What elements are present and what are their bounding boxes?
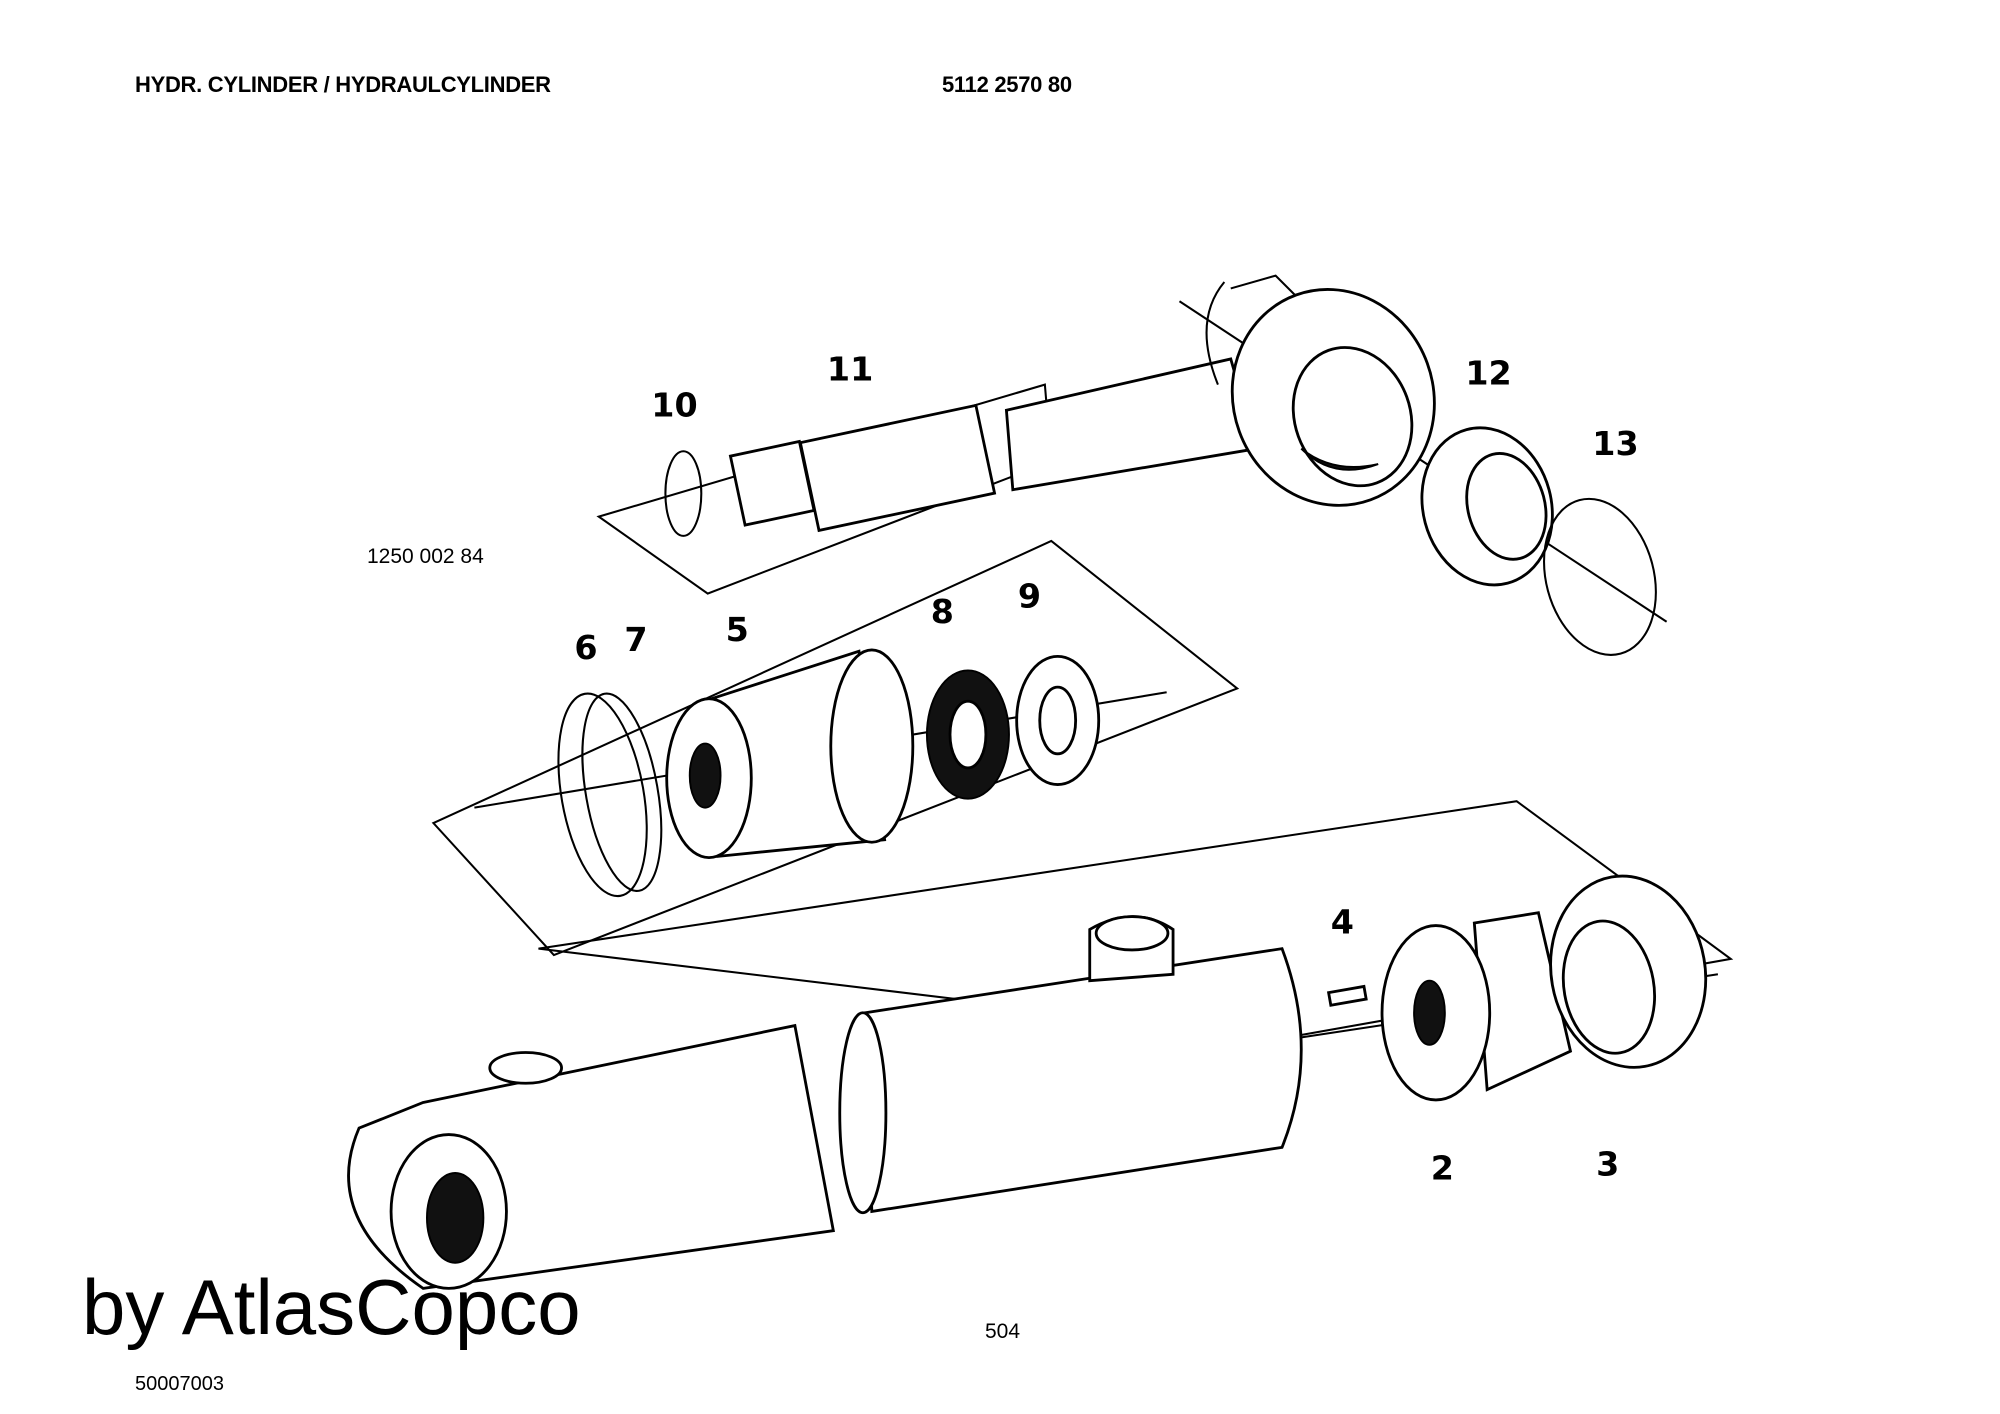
part-number: 5112 2570 80 bbox=[942, 72, 1072, 97]
cylinder-tube bbox=[347, 915, 1303, 1290]
piston-rod bbox=[728, 288, 1436, 533]
seal-8 bbox=[925, 669, 1010, 800]
kit-reference-number: 1250 002 84 bbox=[367, 545, 484, 568]
bushing-12 bbox=[1420, 426, 1554, 587]
callout-11: 11 bbox=[827, 350, 873, 389]
callout-9: 9 bbox=[1018, 577, 1041, 616]
callout-7: 7 bbox=[624, 620, 647, 659]
callout-13: 13 bbox=[1592, 424, 1638, 463]
callout-4: 4 bbox=[1331, 902, 1354, 941]
circlip bbox=[1205, 274, 1296, 385]
callout-10: 10 bbox=[651, 386, 697, 425]
ring-7 bbox=[581, 692, 663, 892]
callout-5: 5 bbox=[726, 610, 749, 649]
cylinder-head-2 bbox=[1380, 911, 1573, 1102]
piston-5 bbox=[665, 648, 915, 860]
callout-6: 6 bbox=[574, 628, 597, 667]
callout-8: 8 bbox=[931, 592, 954, 631]
callout-12: 12 bbox=[1465, 354, 1511, 393]
wiper-9 bbox=[1015, 654, 1101, 786]
callout-2: 2 bbox=[1431, 1148, 1454, 1187]
document-title: HYDR. CYLINDER / HYDRAULCYLINDER bbox=[135, 72, 551, 97]
seal-6 bbox=[557, 692, 648, 898]
guide-3 bbox=[1549, 874, 1708, 1069]
callout-3: 3 bbox=[1596, 1145, 1619, 1184]
page-number: 504 bbox=[985, 1320, 1021, 1343]
grub-screw-4 bbox=[1326, 984, 1368, 1007]
watermark: by AtlasCopco bbox=[82, 1263, 581, 1351]
o-ring-10 bbox=[664, 450, 703, 537]
kit-plane-piston bbox=[431, 539, 1240, 957]
drawing-number: 50007003 bbox=[135, 1373, 224, 1395]
circlip-13 bbox=[1543, 497, 1657, 656]
